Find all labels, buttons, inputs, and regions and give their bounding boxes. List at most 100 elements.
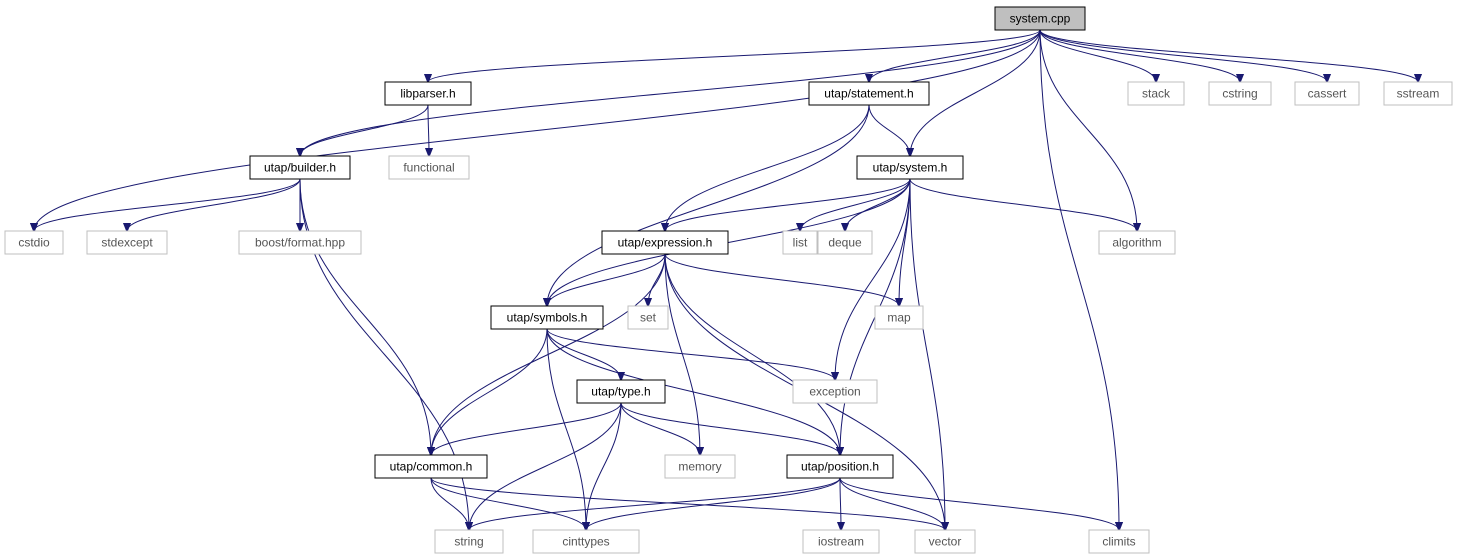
node-box-algorithm [1098, 230, 1176, 255]
node-utap_position_h[interactable]: utap/position.h [786, 454, 894, 479]
node-box-functional [388, 155, 470, 180]
edge-utap_type_h-to-utap_position_h [620, 402, 840, 455]
edge-utap_position_h-to-cinttypes [586, 477, 841, 530]
node-label-exception: exception [809, 385, 860, 399]
edge-utap_position_h-to-iostream [840, 477, 841, 530]
node-label-deque: deque [828, 236, 862, 250]
edge-utap_symbols_h-to-utap_common_h [431, 328, 548, 455]
node-label-memory: memory [678, 460, 721, 474]
node-box-libparser_h [384, 81, 472, 106]
node-label-boost_format_hpp: boost/format.hpp [255, 236, 345, 250]
node-label-utap_type_h: utap/type.h [591, 385, 650, 399]
node-label-climits: climits [1102, 535, 1135, 549]
edges-layer [34, 29, 1418, 530]
node-utap_statement_h[interactable]: utap/statement.h [808, 81, 930, 106]
node-box-utap_builder_h [249, 155, 351, 180]
node-label-stack: stack [1142, 87, 1171, 101]
node-label-utap_system_h: utap/system.h [873, 161, 948, 175]
node-label-utap_statement_h: utap/statement.h [824, 87, 913, 101]
node-box-map [874, 305, 924, 330]
edge-libparser_h-to-utap_builder_h [300, 104, 429, 156]
edge-utap_position_h-to-climits [839, 477, 1119, 530]
node-box-sstream [1383, 81, 1453, 106]
edge-utap_statement_h-to-utap_system_h [868, 104, 910, 156]
edge-utap_type_h-to-memory [620, 402, 700, 455]
edge-utap_system_h-to-vector [909, 178, 945, 530]
node-label-stdexcept: stdexcept [101, 236, 153, 250]
node-label-libparser_h: libparser.h [400, 87, 455, 101]
node-cassert: cassert [1294, 81, 1360, 106]
node-box-stack [1127, 81, 1185, 106]
edge-utap_position_h-to-string [469, 477, 841, 530]
edge-utap_type_h-to-cinttypes [586, 402, 622, 530]
node-stack: stack [1127, 81, 1185, 106]
edge-utap_system_h-to-deque [845, 178, 911, 231]
node-label-utap_position_h: utap/position.h [801, 460, 879, 474]
node-box-cassert [1294, 81, 1360, 106]
node-box-stdexcept [86, 230, 168, 255]
edge-system_cpp-to-cassert [1039, 29, 1327, 82]
edge-utap_expression_h-to-map [664, 253, 899, 306]
edge-utap_position_h-to-vector [839, 477, 945, 530]
node-functional: functional [388, 155, 470, 180]
edge-utap_type_h-to-string [469, 402, 622, 530]
edge-system_cpp-to-libparser_h [428, 29, 1041, 82]
node-label-utap_builder_h: utap/builder.h [264, 161, 336, 175]
node-label-utap_expression_h: utap/expression.h [618, 236, 713, 250]
edge-utap_common_h-to-cinttypes [430, 477, 586, 530]
node-cstring: cstring [1208, 81, 1272, 106]
node-box-cinttypes [532, 529, 640, 554]
edge-system_cpp-to-stack [1039, 29, 1156, 82]
node-box-utap_common_h [374, 454, 488, 479]
node-list: list [782, 230, 818, 255]
edge-system_cpp-to-cstring [1039, 29, 1240, 82]
node-box-utap_symbols_h [490, 305, 604, 330]
node-utap_common_h[interactable]: utap/common.h [374, 454, 488, 479]
node-box-iostream [802, 529, 880, 554]
node-label-list: list [793, 236, 808, 250]
edge-utap_expression_h-to-utap_position_h [664, 253, 840, 455]
edge-system_cpp-to-sstream [1039, 29, 1418, 82]
node-box-utap_statement_h [808, 81, 930, 106]
node-system_cpp[interactable]: system.cpp [994, 6, 1086, 31]
edge-utap_builder_h-to-utap_common_h [299, 178, 431, 455]
node-utap_expression_h[interactable]: utap/expression.h [601, 230, 729, 255]
node-map: map [874, 305, 924, 330]
node-set: set [627, 305, 669, 330]
edge-utap_type_h-to-utap_common_h [431, 402, 622, 455]
node-box-system_cpp [994, 6, 1086, 31]
node-label-cstdio: cstdio [18, 236, 50, 250]
node-utap_system_h[interactable]: utap/system.h [856, 155, 964, 180]
node-utap_builder_h[interactable]: utap/builder.h [249, 155, 351, 180]
node-box-climits [1088, 529, 1150, 554]
edge-utap_symbols_h-to-cinttypes [546, 328, 586, 530]
node-box-set [627, 305, 669, 330]
node-box-cstring [1208, 81, 1272, 106]
edge-system_cpp-to-utap_builder_h [300, 29, 1041, 156]
edge-utap_system_h-to-exception [835, 178, 911, 380]
node-box-utap_expression_h [601, 230, 729, 255]
node-utap_type_h[interactable]: utap/type.h [576, 379, 666, 404]
node-sstream: sstream [1383, 81, 1453, 106]
edge-utap_common_h-to-vector [430, 477, 945, 530]
edge-utap_system_h-to-list [800, 178, 911, 231]
node-box-cstdio [4, 230, 64, 255]
node-boost_format_hpp: boost/format.hpp [238, 230, 362, 255]
node-libparser_h[interactable]: libparser.h [384, 81, 472, 106]
node-box-vector [914, 529, 976, 554]
node-box-memory [664, 454, 736, 479]
node-label-vector: vector [929, 535, 962, 549]
node-label-utap_symbols_h: utap/symbols.h [507, 311, 588, 325]
node-cstdio: cstdio [4, 230, 64, 255]
nodes-layer: system.cpp libparser.h utap/statement.h sta… [4, 6, 1453, 554]
node-box-utap_position_h [786, 454, 894, 479]
node-label-set: set [640, 311, 657, 325]
edge-utap_statement_h-to-utap_expression_h [665, 104, 870, 231]
node-string: string [434, 529, 504, 554]
node-label-algorithm: algorithm [1112, 236, 1161, 250]
edge-system_cpp-to-algorithm [1039, 29, 1137, 231]
node-label-map: map [887, 311, 911, 325]
node-stdexcept: stdexcept [86, 230, 168, 255]
node-label-string: string [454, 535, 483, 549]
node-utap_symbols_h[interactable]: utap/symbols.h [490, 305, 604, 330]
